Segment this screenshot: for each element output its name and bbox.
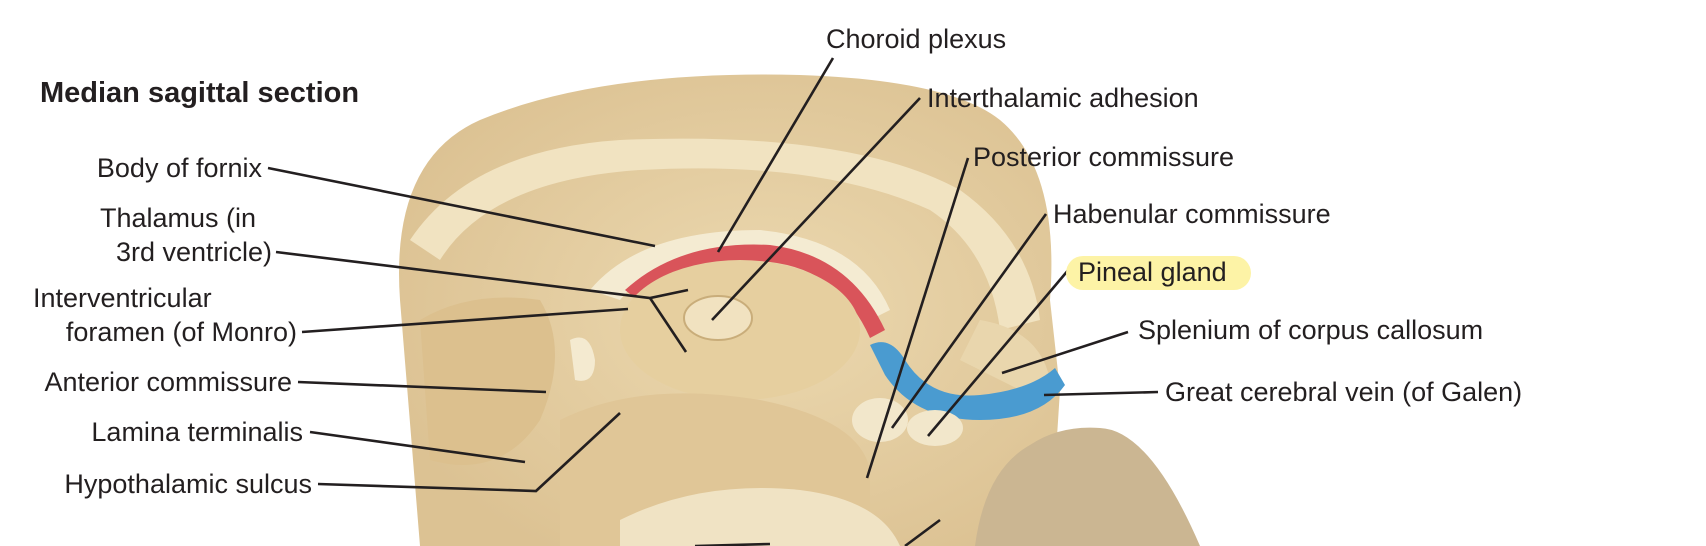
label-anterior-commissure: Anterior commissure (44, 367, 292, 397)
anterior-commissure (570, 337, 595, 381)
label-habenular-commissure: Habenular commissure (1053, 199, 1331, 229)
splenium-shape (960, 320, 1050, 400)
brown-patch (975, 427, 1200, 546)
interthalamic-adhesion (683, 295, 753, 341)
label-body-of-fornix: Body of fornix (97, 153, 263, 183)
section-title: Median sagittal section (40, 77, 359, 109)
label-hypothalamic-sulcus: Hypothalamic sulcus (64, 469, 312, 499)
pineal-highlight (1066, 256, 1251, 290)
corpus-callosum (410, 138, 1040, 330)
brain-illustration (399, 74, 1200, 546)
midbrain (620, 488, 900, 546)
leader-lines (267, 57, 1159, 546)
label-pineal-gland: Pineal gland (1078, 257, 1227, 287)
fornix (590, 230, 890, 320)
label-great-cerebral-vein: Great cerebral vein (of Galen) (1165, 377, 1522, 407)
label-interventricular-line1: Interventricular (33, 283, 212, 313)
label-posterior-commissure: Posterior commissure (973, 142, 1234, 172)
label-splenium: Splenium of corpus callosum (1138, 315, 1483, 345)
frontal-gyri (420, 297, 555, 465)
label-interventricular-line2: foramen (of Monro) (66, 317, 297, 347)
label-thalamus-line2: 3rd ventricle) (116, 237, 272, 267)
label-thalamus-line1: Thalamus (in (100, 203, 256, 233)
label-choroid-plexus: Choroid plexus (826, 24, 1006, 54)
label-interthalamic-adhesion: Interthalamic adhesion (927, 83, 1199, 113)
great-cerebral-vein (870, 342, 1065, 420)
label-lamina-terminalis: Lamina terminalis (91, 417, 303, 447)
habenula (852, 398, 908, 442)
